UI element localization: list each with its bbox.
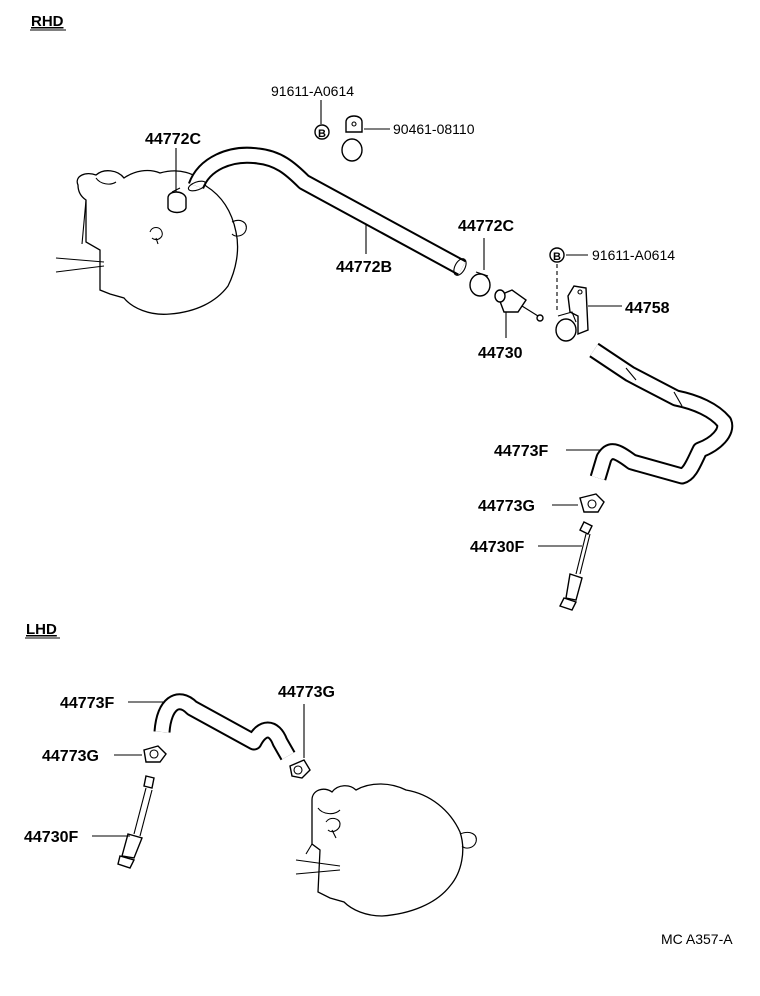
label-hose-lhd: 44773F <box>60 695 114 712</box>
vacuum-switch-44730 <box>494 289 544 322</box>
clamp-90461 <box>341 115 363 162</box>
svg-text:B: B <box>318 128 326 140</box>
rhd-master-cylinder-body <box>55 169 247 315</box>
sensor-44730f-rhd <box>559 521 593 611</box>
label-hose-rhd: 44773F <box>494 443 548 460</box>
clip-44772c-left <box>167 187 187 214</box>
hose-44772b <box>187 146 467 276</box>
bolt-b-icon-top: B <box>314 124 330 140</box>
sensor-44730f-lhd <box>117 775 155 869</box>
bracket-44758 <box>555 285 589 342</box>
label-clamp-top: 90461-08110 <box>393 121 475 137</box>
label-bolt-right: 91611-A0614 <box>592 247 675 263</box>
svg-text:B: B <box>553 251 561 263</box>
section-lhd-title: LHD <box>26 621 57 638</box>
label-clip-lhd-left: 44773G <box>42 748 99 765</box>
label-sensor-rhd: 44730F <box>470 539 524 556</box>
section-rhd-title: RHD <box>31 13 64 30</box>
label-switch: 44730 <box>478 345 523 362</box>
label-clip-mid: 44772C <box>458 218 514 235</box>
hose-44773f-rhd <box>589 342 734 485</box>
clip-44773g-lhd-right <box>289 759 311 779</box>
label-bolt-top: 91611-A0614 <box>271 83 354 99</box>
label-clip-left: 44772C <box>145 131 201 148</box>
label-clip-lhd-right: 44773G <box>278 684 335 701</box>
clip-44773g-lhd-left <box>143 745 167 763</box>
clip-44773g-rhd <box>579 493 605 513</box>
label-bracket: 44758 <box>625 300 670 317</box>
lhd-master-cylinder-body <box>295 783 477 917</box>
bolt-b-icon-right: B <box>549 247 565 263</box>
label-clip-rhd: 44773G <box>478 498 535 515</box>
diagram-code: MC A357-A <box>661 931 733 947</box>
clip-44772c-mid <box>469 271 491 297</box>
label-sensor-lhd: 44730F <box>24 829 78 846</box>
label-hose-upper: 44772B <box>336 259 392 276</box>
hose-44773f-lhd <box>153 693 296 761</box>
